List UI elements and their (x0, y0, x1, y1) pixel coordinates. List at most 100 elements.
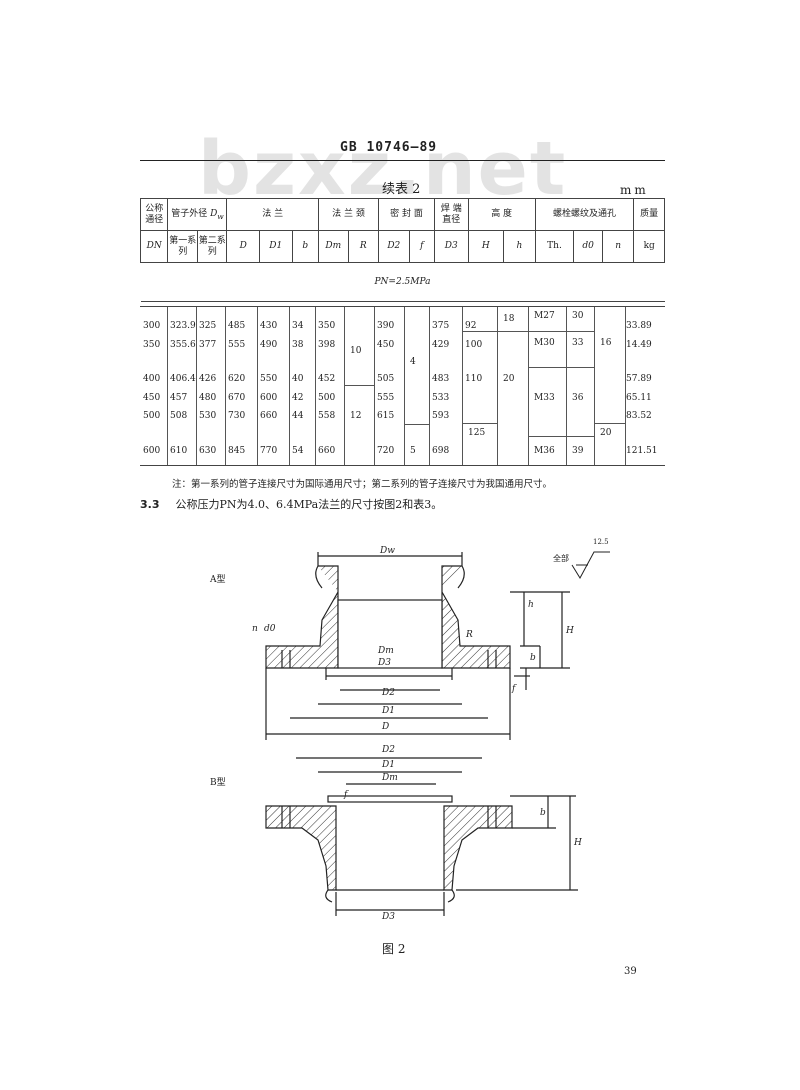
header-series2: 第二系列 (196, 230, 228, 263)
table-group-separator (566, 436, 594, 437)
table-cell-D1: 770 (260, 446, 278, 456)
label-b-b: b (540, 808, 546, 818)
table-column-line (594, 307, 595, 465)
table-unit: mm (620, 183, 649, 197)
table-cell-D: 485 (228, 321, 246, 331)
table-cell-s1: 323.9 (170, 321, 196, 331)
label-a-d0: d0 (264, 624, 276, 634)
table-cell-mass: 57.89 (626, 374, 652, 384)
table-merged-cell: 10 (350, 346, 362, 356)
header-kg: kg (633, 230, 665, 263)
table-cell-dn: 350 (143, 340, 161, 350)
watermark: bzxz.net (198, 126, 568, 212)
table-cell-D2: 555 (377, 393, 395, 403)
table-cell-dn: 450 (143, 393, 161, 403)
table-merged-cell: 20 (600, 428, 612, 438)
table-column-line (167, 307, 168, 465)
table-cell-D: 670 (228, 393, 246, 403)
pressure-label: PN=2.5MPa (140, 262, 665, 302)
table-cell-mass: 83.52 (626, 411, 652, 421)
table-cell-s2: 530 (199, 411, 217, 421)
table-cell-Dm: 558 (318, 411, 336, 421)
header-rule (140, 160, 665, 161)
table-cell-Dm: 452 (318, 374, 336, 384)
label-a-D: D (382, 722, 390, 732)
label-b-D3: D3 (382, 912, 395, 922)
table-merged-cell: 33 (572, 338, 584, 348)
table-column-line (257, 307, 258, 465)
table-cell-mass: 65.11 (626, 393, 652, 403)
label-a-H: H (566, 626, 574, 636)
table-cell-s1: 508 (170, 411, 188, 421)
table-cell-Dm: 350 (318, 321, 336, 331)
header-mass: 质量 (633, 198, 665, 231)
label-b-f: f (344, 790, 348, 800)
table-cell-D2: 615 (377, 411, 395, 421)
table-cell-dn: 500 (143, 411, 161, 421)
table-cell-D: 730 (228, 411, 246, 421)
type-b-label: B型 (210, 778, 226, 788)
table-merged-cell: M27 (534, 311, 555, 321)
table-cell-s1: 610 (170, 446, 188, 456)
header-Dm: Dm (318, 230, 349, 263)
label-a-D1: D1 (382, 706, 395, 716)
table-cell-D2: 450 (377, 340, 395, 350)
table-column-line (315, 307, 316, 465)
label-a-Dw: Dw (380, 546, 395, 556)
table-merged-cell: M36 (534, 446, 555, 456)
table-cell-D1: 660 (260, 411, 278, 421)
table-column-line (497, 307, 498, 465)
table-cell-D3: 593 (432, 411, 450, 421)
table-cell-mass: 14.49 (626, 340, 652, 350)
table-group-separator (528, 331, 566, 332)
header-R: R (347, 230, 380, 263)
table-merged-cell: 5 (410, 446, 416, 456)
table-merged-cell: 16 (600, 338, 612, 348)
roughness-all: 全部 (553, 554, 569, 563)
table-group-separator (344, 385, 374, 386)
table-merged-cell: 36 (572, 393, 584, 403)
header-flange: 法 兰 (226, 198, 320, 231)
label-a-b: b (530, 653, 536, 663)
roughness-value: 12.5 (593, 538, 609, 546)
header-series1: 第一系列 (167, 230, 198, 263)
table-cell-b: 40 (292, 374, 304, 384)
table-cell-b: 38 (292, 340, 304, 350)
table-cell-D1: 600 (260, 393, 278, 403)
table-merged-cell: M30 (534, 338, 555, 348)
label-a-D2: D2 (382, 688, 395, 698)
table-cell-H: 92 (465, 321, 477, 331)
header-dn: 公称通径 (139, 198, 169, 231)
table-cell-s2: 325 (199, 321, 217, 331)
header-D1: D1 (259, 230, 293, 263)
table-group-separator (566, 367, 594, 368)
table-column-line (289, 307, 290, 465)
header-D: D (226, 230, 260, 263)
table-cell-s2: 377 (199, 340, 217, 350)
label-b-Dm: Dm (382, 773, 398, 783)
table-merged-cell: 20 (503, 374, 515, 384)
table-cell-D1: 430 (260, 321, 278, 331)
table-cell-D3: 483 (432, 374, 450, 384)
header-dn-sym: DN (139, 230, 169, 263)
table-cell-D1: 490 (260, 340, 278, 350)
table-cell-s1: 355.6 (170, 340, 196, 350)
table-cell-H: 110 (465, 374, 483, 384)
table-merged-cell: 18 (503, 314, 515, 324)
label-a-D3: D3 (378, 658, 391, 668)
figure-caption: 图 2 (382, 942, 406, 956)
header-height: 高 度 (467, 198, 536, 231)
table-title: 续表 2 (382, 182, 421, 197)
label-a-h: h (528, 600, 534, 610)
table-merged-cell: M33 (534, 393, 555, 403)
table-group-separator (594, 423, 625, 424)
table-merged-cell: 12 (350, 411, 362, 421)
type-b-flange-section (265, 757, 578, 916)
label-b-D2: D2 (382, 745, 395, 755)
table-column-line (429, 307, 430, 465)
table-cell-D2: 390 (377, 321, 395, 331)
table-cell-D2: 720 (377, 446, 395, 456)
table-merged-cell: 39 (572, 446, 584, 456)
